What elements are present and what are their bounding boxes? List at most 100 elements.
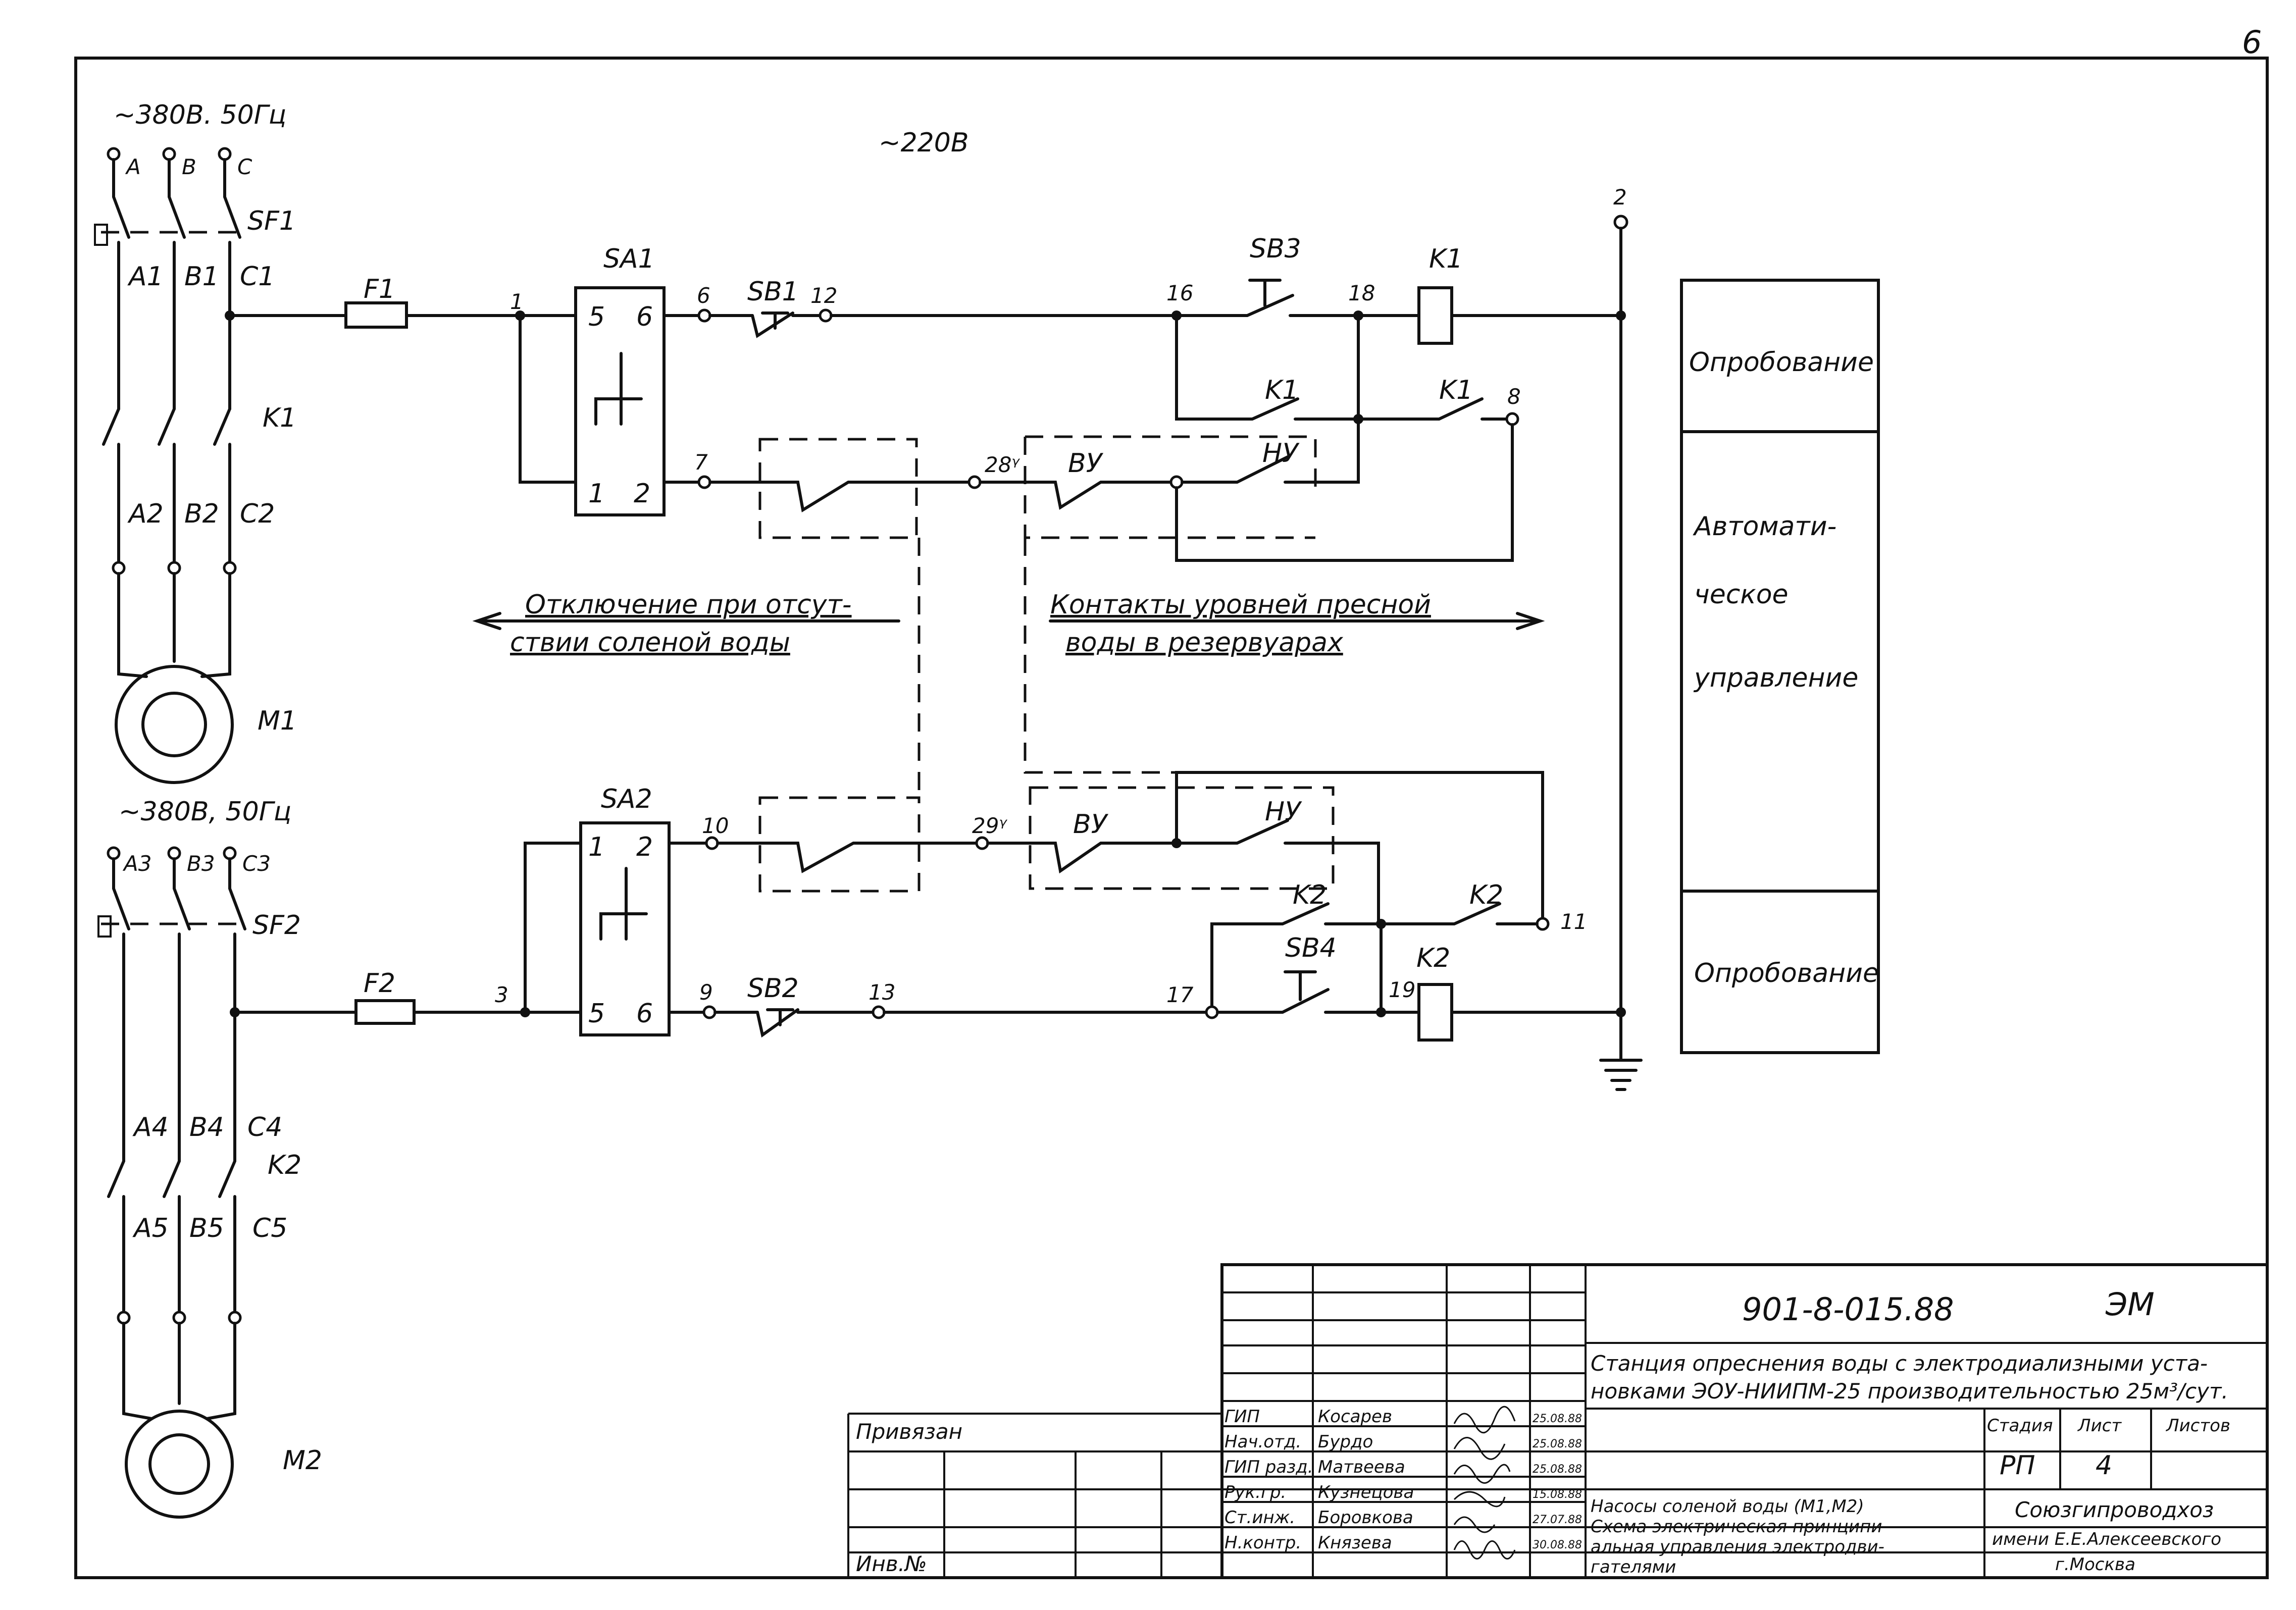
b1-label: B1	[184, 262, 219, 292]
node-16-label: 16	[1166, 281, 1193, 305]
sheets-header: Листов	[2165, 1416, 2230, 1436]
phase-a3-label: A3	[122, 851, 151, 876]
name-st-inzh: Боровкова	[1318, 1508, 1413, 1528]
motor-m1	[115, 665, 234, 784]
node-13-label: 13	[869, 980, 895, 1005]
sheet-value: 4	[2096, 1450, 2112, 1481]
sa1-label: SA1	[603, 244, 655, 274]
project-line2: новками ЭОУ-НИИПМ-25 производительностью…	[1591, 1379, 2228, 1404]
node-6-label: 6	[697, 283, 710, 308]
mode-auto-2: ческое	[1694, 580, 1789, 610]
node-9-label: 9	[699, 980, 713, 1005]
name-gip-razd: Матвеева	[1318, 1457, 1405, 1477]
c1-label: C1	[240, 262, 275, 292]
role-n-kontr: Н.контр.	[1224, 1533, 1301, 1553]
c2-label: C2	[240, 499, 275, 529]
phase-b-label: B	[182, 154, 196, 179]
k1-coil-label: K1	[1429, 244, 1463, 274]
node-12-label: 12	[810, 283, 837, 308]
nu-top-label: НУ	[1262, 438, 1300, 469]
date-st-inzh: 27.07.88	[1533, 1514, 1582, 1526]
doc-code: 901-8-015.88	[1742, 1291, 1954, 1328]
sa1-pos-6: 6	[636, 302, 653, 332]
name-gip: Косарев	[1318, 1407, 1392, 1427]
switch-sa2	[579, 821, 671, 1036]
k2-coil-label: K2	[1416, 943, 1450, 973]
title-block: 901-8-015.88 ЭМ Станция опреснения воды …	[847, 1263, 2269, 1579]
sheet-header: Лист	[2077, 1416, 2122, 1436]
k2-contact-b-label: K2	[1469, 880, 1503, 910]
b4-label: B4	[189, 1112, 224, 1142]
right-annotation-line1: Контакты уровней пресной	[1050, 590, 1431, 620]
role-ruk-gr: Рук.гр.	[1224, 1482, 1286, 1502]
sa2-pos-2: 2	[636, 832, 653, 862]
coil-k2	[1417, 983, 1453, 1042]
sa2-label: SA2	[601, 784, 652, 814]
mode-auto-1: Автомати-	[1693, 511, 1836, 542]
doc-type: ЭМ	[2105, 1286, 2155, 1323]
sa1-pos-1: 1	[588, 479, 605, 509]
node-1-label: 1	[510, 289, 524, 314]
node-19-label: 19	[1389, 977, 1415, 1002]
node-11-label: 11	[1560, 909, 1587, 934]
page-number: 6	[2242, 24, 2262, 61]
signature-scribbles	[1453, 1406, 1516, 1560]
m1-supply-voltage: ~380В. 50Гц	[114, 100, 286, 130]
b5-label: B5	[189, 1213, 224, 1243]
date-n-kontr: 30.08.88	[1533, 1539, 1582, 1551]
mode-auto-3: управление	[1693, 663, 1858, 693]
date-nach: 25.08.88	[1533, 1438, 1582, 1450]
date-ruk-gr: 15.08.88	[1533, 1488, 1582, 1501]
sa1-pos-5: 5	[588, 302, 605, 332]
phase-c3-label: C3	[242, 851, 271, 876]
drawing-title-line3: альная управления электродви-	[1591, 1537, 1884, 1557]
a1-label: A1	[127, 262, 164, 292]
m2-label: M2	[283, 1445, 322, 1476]
stage-header: Стадия	[1987, 1416, 2053, 1436]
k2-main-label: K2	[268, 1150, 301, 1180]
role-st-inzh: Ст.инж.	[1224, 1508, 1295, 1528]
k1-contact-b-label: K1	[1439, 375, 1473, 405]
phase-c-label: C	[237, 154, 252, 179]
f2-label: F2	[364, 968, 395, 999]
m2-supply-voltage: ~380В, 50Гц	[119, 797, 291, 827]
fuse-f2	[354, 999, 416, 1025]
k1-main-label: K1	[263, 403, 296, 433]
left-annotation-line1: Отключение при отсут-	[525, 590, 852, 620]
drawing-title-line2: Схема электрическая принципи-	[1591, 1517, 1889, 1537]
sa1-pos-2: 2	[634, 479, 650, 509]
node-29-label: 29ᵞ	[972, 813, 1007, 838]
a4-label: A4	[132, 1112, 169, 1142]
c4-label: C4	[247, 1112, 282, 1142]
node-10-label: 10	[702, 813, 729, 838]
vu-top-label: ВУ	[1068, 448, 1104, 479]
sf1-label: SF1	[247, 206, 296, 236]
nu-bottom-label: НУ	[1265, 797, 1302, 827]
sb4-label: SB4	[1285, 933, 1337, 963]
sf2-label: SF2	[252, 910, 301, 941]
signatory-rows: ГИП Косарев 25.08.88 Нач.отд. Бурдо 25.0…	[1222, 1406, 1586, 1560]
inv-no-label: Инв.№	[856, 1551, 927, 1576]
mode-test-top: Опробование	[1689, 347, 1874, 378]
stage-value: РП	[2000, 1450, 2035, 1481]
fuse-f1	[344, 301, 408, 329]
phase-b3-label: B3	[187, 851, 215, 876]
annotations: Отключение при отсут- ствии соленой воды…	[472, 590, 1545, 658]
drawing-frame	[74, 57, 2269, 1579]
name-n-kontr: Князева	[1318, 1533, 1392, 1553]
right-annotation-line2: воды в резервуарах	[1065, 628, 1344, 658]
role-nach: Нач.отд.	[1224, 1432, 1301, 1452]
role-gip: ГИП	[1224, 1407, 1260, 1427]
control-circuit-k1: ~220В F1 1 SA1 5 6 1 2 6 SB1 12 16 SB3	[228, 128, 1622, 562]
power-circuit-m1: ~380В. 50Гц A B C SF1 A1 B1 C1 K1 A2 B2 …	[94, 100, 297, 784]
date-gip: 25.08.88	[1533, 1413, 1582, 1425]
privyazan-label: Привязан	[856, 1419, 962, 1444]
drawing-title-line4: гателями	[1591, 1557, 1676, 1577]
date-gip-razd: 25.08.88	[1533, 1463, 1582, 1476]
name-nach: Бурдо	[1318, 1432, 1373, 1452]
k1-contact-a-label: K1	[1265, 375, 1299, 405]
m1-label: M1	[258, 706, 297, 736]
org-line1: Союзгипроводхоз	[2015, 1497, 2214, 1522]
a5-label: A5	[132, 1213, 169, 1243]
